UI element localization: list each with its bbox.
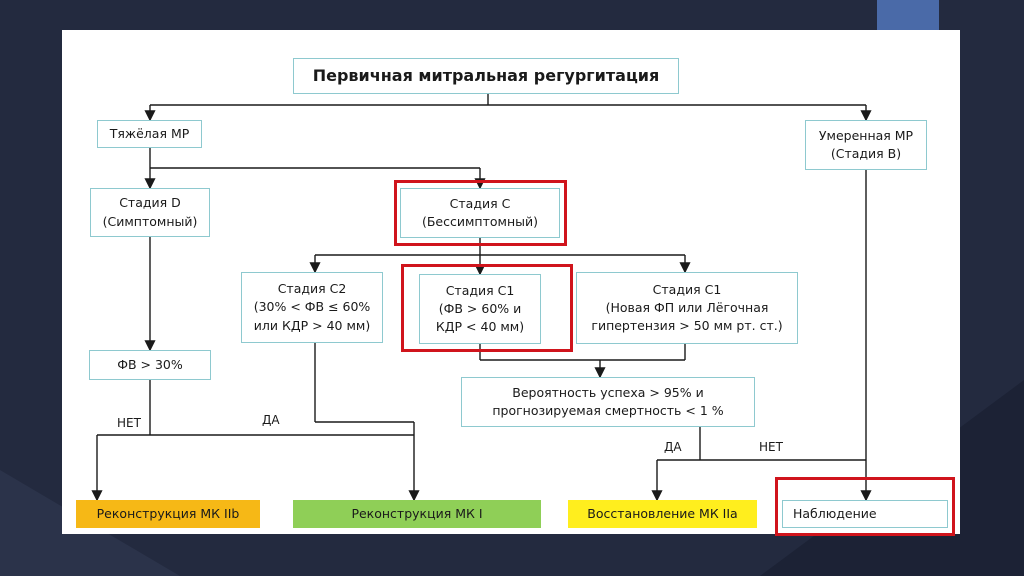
node-stage-c: Стадия С (Бессимптомный) <box>400 188 560 238</box>
label-no-left: НЕТ <box>117 416 141 430</box>
node-stage-d: Стадия D (Симптомный) <box>90 188 210 237</box>
label-yes-right: ДА <box>664 440 682 454</box>
node-ef: ФВ > 30% <box>89 350 211 380</box>
outcome-reconstruction-2b: Реконструкция МК IIb <box>76 500 260 528</box>
node-moderate-mr: Умеренная МР (Стадия B) <box>805 120 927 170</box>
diagram-title: Первичная митральная регургитация <box>293 58 679 94</box>
node-stage-c1-a: Стадия С1 (ФВ > 60% и КДР < 40 мм) <box>419 274 541 344</box>
connector-lines <box>91 94 872 502</box>
node-stage-c1-b: Стадия С1 (Новая ФП или Лёгочная гиперте… <box>576 272 798 344</box>
outcome-observation: Наблюдение <box>782 500 948 528</box>
flowchart-slide: Первичная митральная регургитация Тяжёла… <box>62 30 960 536</box>
outcome-reconstruction-1: Реконструкция МК I <box>293 500 541 528</box>
node-stage-c2: Стадия С2 (30% < ФВ ≤ 60% или КДР > 40 м… <box>241 272 383 343</box>
node-severe-mr: Тяжёлая МР <box>97 120 202 148</box>
label-no-right: НЕТ <box>759 440 783 454</box>
node-probability: Вероятность успеха > 95% и прогнозируема… <box>461 377 755 427</box>
label-yes-left: ДА <box>262 413 280 427</box>
outcome-repair-2a: Восстановление МК IIa <box>568 500 757 528</box>
accent-block <box>877 0 939 30</box>
